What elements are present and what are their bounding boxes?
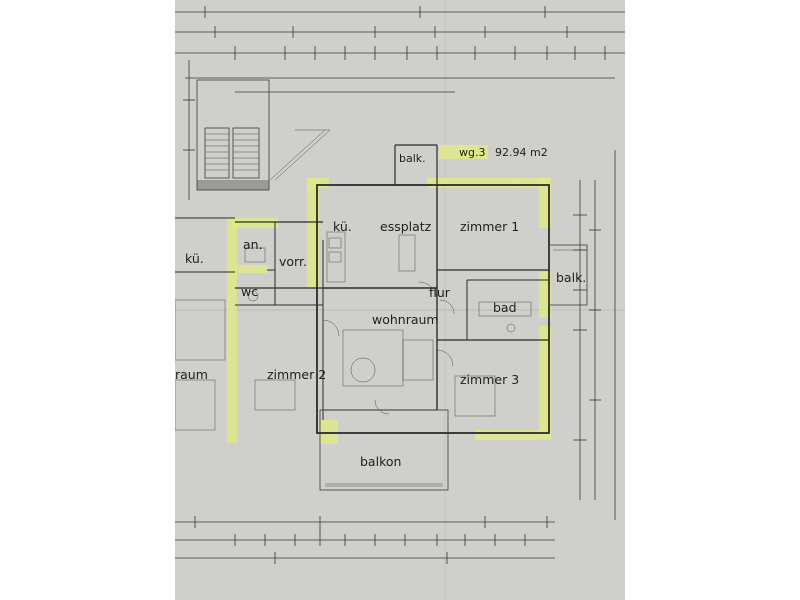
room-essplatz: essplatz (380, 219, 432, 234)
room-wc: wc (241, 284, 258, 299)
paper-folds (175, 0, 625, 600)
highlighted-walls (227, 145, 551, 444)
left-dimension-lines (183, 60, 195, 200)
room-vorr: vorr. (279, 254, 307, 269)
room-zimmer2: zimmer 2 (267, 367, 326, 382)
room-zimmer3: zimmer 3 (460, 372, 519, 387)
room-zimmer1: zimmer 1 (460, 219, 519, 234)
room-raum: raum (175, 367, 208, 382)
apartment-area: 92.94 m2 (495, 146, 548, 159)
room-kue-left: kü. (185, 251, 204, 266)
apartment-label-highlight (458, 145, 488, 159)
room-balk-right: balk. (556, 270, 586, 285)
fixtures (175, 231, 532, 431)
room-labels: wg.3 92.94 m2 balk. kü. essplatz zimmer … (175, 145, 586, 469)
room-flur: flur (429, 285, 451, 300)
room-balk-top: balk. (399, 152, 426, 165)
bottom-dimension-lines (175, 516, 555, 564)
room-kue-right: kü. (333, 219, 352, 234)
plan-sheet: wg.3 92.94 m2 balk. kü. essplatz zimmer … (175, 0, 625, 600)
room-balkon: balkon (360, 454, 401, 469)
stairwell (196, 79, 331, 191)
top-dimension-lines (175, 6, 625, 93)
apartment-label: wg.3 (459, 146, 485, 159)
room-bad: bad (493, 300, 517, 315)
room-an: an. (243, 237, 263, 252)
right-dimension-lines (573, 150, 616, 520)
floor-plan: wg.3 92.94 m2 balk. kü. essplatz zimmer … (175, 0, 625, 600)
bottom-balcony-outline (319, 409, 449, 491)
room-wohnraum: wohnraum (372, 312, 439, 327)
